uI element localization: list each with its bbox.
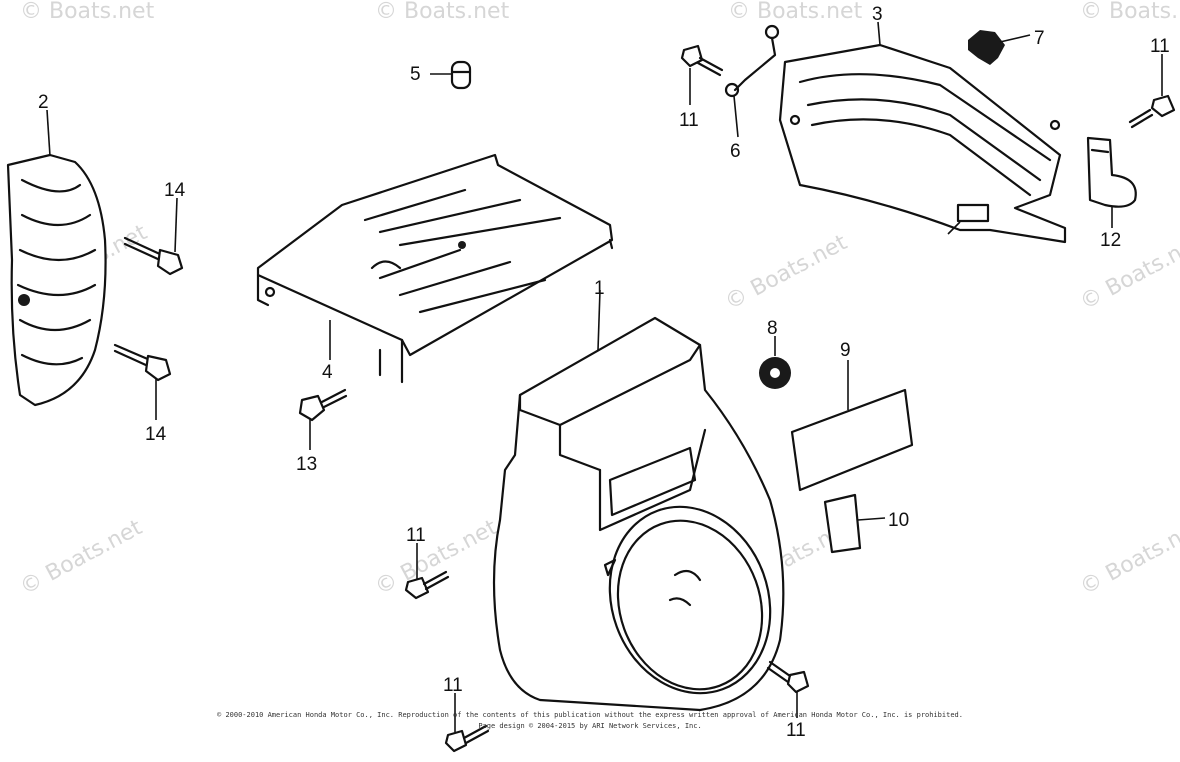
callout-11e: 11 — [443, 675, 463, 696]
callouts: 2 14 14 5 4 13 1 11 6 3 7 11 12 8 9 10 1… — [38, 4, 1170, 741]
callout-11d: 11 — [786, 720, 806, 741]
callout-10: 10 — [888, 510, 909, 531]
callout-2: 2 — [38, 92, 49, 113]
callout-3: 3 — [872, 4, 883, 25]
part-3-upper-shroud — [778, 43, 1067, 244]
watermark: © Boats.net — [728, 0, 863, 24]
part-5-clip — [450, 60, 472, 90]
callout-13: 13 — [296, 454, 317, 475]
watermark: © Boats.net — [721, 230, 852, 315]
part-8-grommet — [759, 357, 791, 389]
part-12-bracket — [1086, 136, 1137, 208]
part-9-label — [790, 388, 914, 492]
part-1-fan-cover — [492, 316, 785, 712]
callout-9: 9 — [840, 340, 851, 361]
part-2-side-shroud — [6, 153, 107, 407]
part-11-bolts — [404, 44, 1176, 753]
callout-14a: 14 — [164, 180, 186, 201]
callout-14b: 14 — [145, 424, 167, 445]
watermark: © Boats.net — [1076, 515, 1180, 600]
callout-8: 8 — [767, 318, 778, 339]
callout-11c: 11 — [406, 525, 426, 546]
watermark: © Boats.net — [371, 515, 502, 600]
copyright-line-2: Page design © 2004-2015 by ARI Network S… — [478, 722, 702, 730]
callout-12: 12 — [1100, 230, 1121, 251]
watermark: © Boats.net — [1076, 230, 1180, 315]
part-6-cable — [724, 24, 780, 98]
callout-4: 4 — [322, 362, 333, 383]
watermark: © Boats.net — [16, 515, 147, 600]
part-13-bolt — [298, 388, 348, 422]
part-14-bolts — [113, 236, 184, 382]
part-7-clip — [968, 30, 1005, 65]
part-10-small-label — [823, 493, 862, 554]
copyright-line-1: © 2000-2010 American Honda Motor Co., In… — [217, 711, 963, 719]
callout-7: 7 — [1034, 28, 1045, 49]
watermark: © Boats.net — [1080, 0, 1180, 24]
callout-11a: 11 — [679, 110, 699, 131]
callout-6: 6 — [730, 141, 741, 162]
part-4-top-plate — [256, 153, 614, 384]
callout-11b: 11 — [1150, 36, 1170, 57]
leader-lines — [46, 21, 1163, 732]
watermark: © Boats.net — [375, 0, 510, 24]
copyright-notice: © 2000-2010 American Honda Motor Co., In… — [0, 710, 1180, 732]
callout-1: 1 — [594, 278, 605, 299]
watermark: © Boats.net — [20, 0, 155, 24]
callout-5: 5 — [410, 64, 421, 85]
